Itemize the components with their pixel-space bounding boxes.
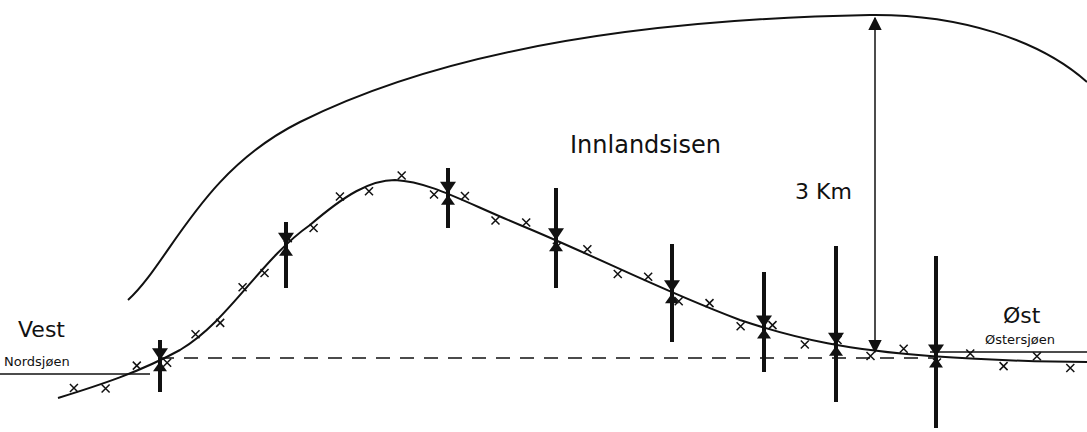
label: Nordsjøen (4, 355, 70, 369)
up-triangle (279, 246, 293, 256)
measure-cross (737, 322, 745, 330)
down-triangle (664, 280, 680, 292)
down-triangle (548, 228, 564, 240)
ice-surface (128, 15, 1087, 300)
measure-cross (1066, 364, 1074, 372)
measure-cross (430, 190, 438, 198)
measure-cross (163, 359, 171, 367)
north-sea-line (0, 373, 150, 375)
measure-cross (336, 192, 344, 200)
label: Østersjøen (985, 333, 1055, 347)
label: 3 Km (795, 180, 852, 204)
measure-cross (966, 349, 974, 357)
measure-cross (70, 384, 78, 392)
measure-cross (933, 358, 941, 366)
measure-cross (583, 245, 591, 253)
sea-level-line (160, 357, 935, 359)
uplift-bar (834, 246, 838, 402)
up-triangle (757, 329, 771, 339)
uplift-bar (670, 244, 674, 342)
measure-cross (310, 224, 318, 232)
measure-cross (867, 352, 875, 360)
measure-cross (900, 345, 908, 353)
down-triangle (440, 182, 456, 194)
land-surface (58, 180, 1087, 398)
measure-cross (491, 217, 499, 225)
up-triangle (929, 357, 943, 367)
measure-cross (706, 299, 714, 307)
measure-cross (675, 297, 683, 305)
measure-cross (768, 321, 776, 329)
down-triangle (928, 344, 944, 356)
down-triangle (278, 233, 294, 245)
label: Øst (1003, 304, 1040, 328)
measure-cross (261, 269, 269, 277)
label: Vest (18, 318, 65, 342)
thickness-arrow (874, 18, 876, 352)
up-triangle (829, 346, 843, 356)
down-triangle (828, 333, 844, 345)
measure-cross (614, 270, 622, 278)
measure-cross (216, 319, 224, 327)
measure-cross (102, 385, 110, 393)
measure-cross (801, 340, 809, 348)
measure-cross (1033, 352, 1041, 360)
measure-cross (398, 172, 406, 180)
label: Innlandsisen (570, 132, 721, 158)
measure-cross (461, 192, 469, 200)
down-triangle (152, 348, 168, 360)
measure-cross (284, 234, 292, 242)
up-triangle (549, 241, 563, 251)
measure-cross (239, 283, 247, 291)
up-triangle (153, 361, 167, 371)
uplift-bar (934, 256, 938, 428)
measure-cross (192, 330, 200, 338)
up-triangle (665, 293, 679, 303)
measure-cross (133, 362, 141, 370)
measure-cross (522, 219, 530, 227)
measure-cross (834, 336, 842, 344)
measure-cross (644, 273, 652, 281)
measure-cross (365, 187, 373, 195)
baltic-sea-line (930, 351, 1087, 353)
measure-cross (553, 243, 561, 251)
uplift-bars (152, 168, 944, 428)
measure-crosses (70, 172, 1074, 393)
measure-cross (1000, 362, 1008, 370)
up-triangle (441, 195, 455, 205)
